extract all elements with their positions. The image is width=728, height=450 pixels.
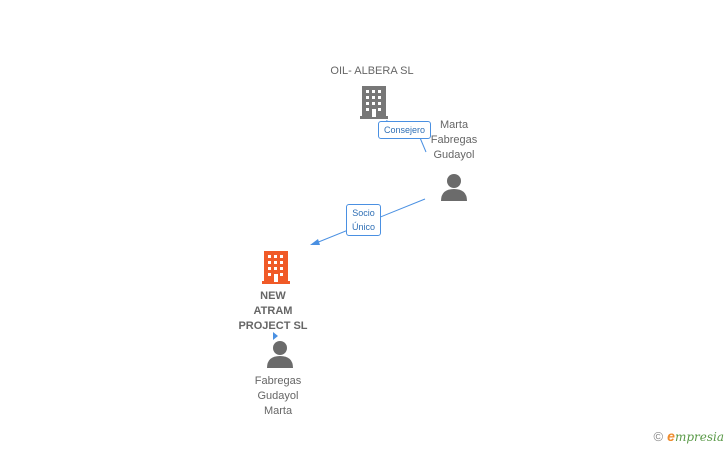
name-line: Gudayol (433, 149, 475, 161)
edge-label-socio-unico: Socio Único (346, 204, 382, 236)
person-label-fabregas[interactable]: Fabregas Gudayol Marta (240, 374, 316, 419)
name-line: Marta (439, 119, 469, 131)
person-icon[interactable] (441, 174, 467, 201)
building-icon[interactable] (360, 86, 388, 119)
company-name: OIL- ALBERA SL (330, 65, 414, 77)
person-label-marta[interactable]: Marta Fabregas Gudayol (420, 118, 488, 163)
edge-label-text: Único (352, 222, 376, 232)
edge-label-text: Consejero (384, 125, 426, 135)
company-label-new-atram[interactable]: NEW ATRAM PROJECT SL (228, 289, 318, 334)
brand-letter: e (667, 428, 675, 444)
name-line: Gudayol (257, 390, 299, 402)
edge-arrow-socio-unico (310, 239, 320, 245)
person-icon[interactable] (267, 341, 293, 368)
name-line: ATRAM (253, 305, 293, 317)
name-line: PROJECT SL (238, 320, 308, 332)
edge-label-text: Socio (352, 208, 375, 218)
brand-logo: ©empresia (654, 428, 724, 444)
name-line: Fabregas (430, 134, 478, 146)
edge-arrow-self (273, 332, 278, 340)
company-label-oil-albera[interactable]: OIL- ALBERA SL (322, 64, 422, 79)
edge-label-consejero: Consejero (378, 121, 432, 139)
name-line: Marta (263, 405, 293, 417)
name-line: Fabregas (254, 375, 302, 387)
brand-name: mpresia (674, 430, 724, 444)
copyright-icon: © (653, 429, 664, 444)
name-line: NEW (260, 290, 286, 302)
building-icon[interactable] (262, 251, 290, 284)
